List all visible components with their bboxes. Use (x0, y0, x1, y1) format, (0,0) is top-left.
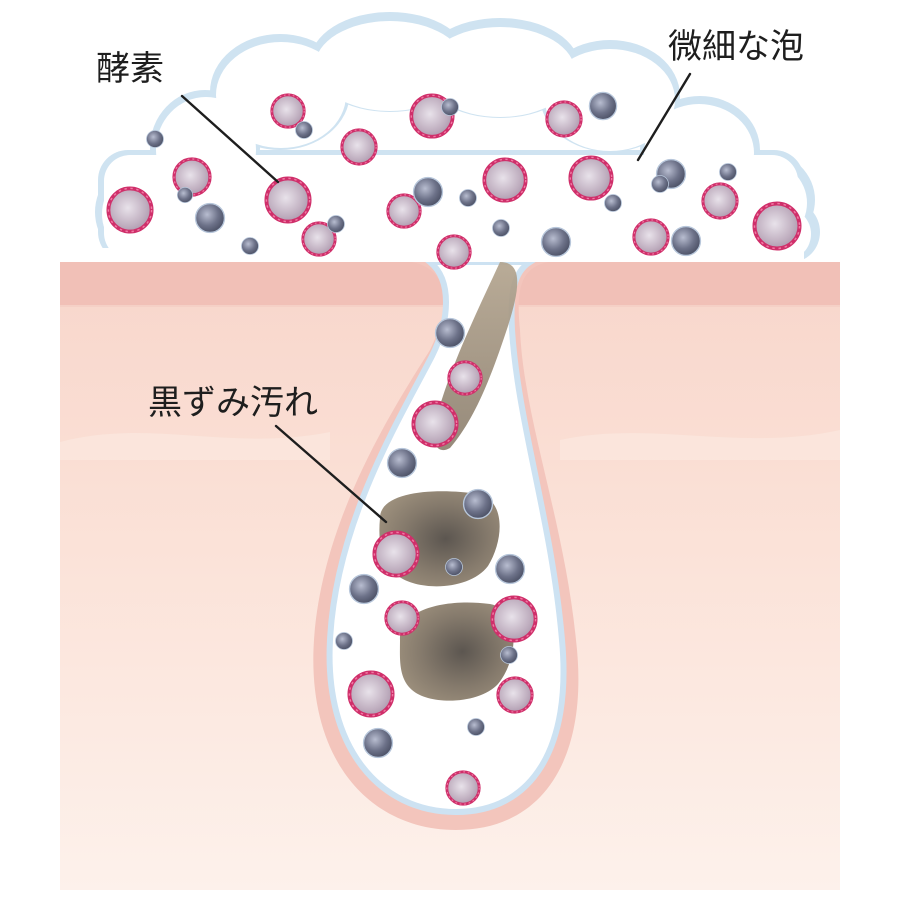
dirt-particle (295, 121, 313, 139)
dirt-particle (194, 202, 226, 234)
enzyme-particle (752, 201, 802, 251)
dirt-particle (241, 237, 259, 255)
enzyme-particle (347, 670, 395, 718)
dirt-particle (492, 219, 510, 237)
dirt-particle (386, 447, 418, 479)
dirt-particle (500, 646, 518, 664)
dirt-particle (651, 175, 669, 193)
dirt-particle (670, 225, 702, 257)
dirt-particle (462, 488, 494, 520)
enzyme-particle (545, 100, 583, 138)
enzyme-particle (701, 182, 739, 220)
enzyme-particle (270, 93, 306, 129)
enzyme-particle (106, 186, 154, 234)
dirt-particle (459, 189, 477, 207)
dirt-leader-line (274, 424, 388, 524)
dirt-particle (604, 194, 622, 212)
dirt-particle (445, 558, 463, 576)
skin-wave-right (560, 430, 840, 460)
dirt-blob-lower (399, 602, 514, 701)
enzyme-particle (340, 128, 378, 166)
dirt-particle (540, 226, 572, 258)
enzyme-particle (411, 400, 459, 448)
enzyme-particle (436, 234, 472, 270)
dirt-particle (335, 632, 353, 650)
dirt-particle (441, 98, 459, 116)
dirt-particle (327, 215, 345, 233)
enzyme-leader-line (180, 94, 280, 184)
label-blackhead-dirt: 黒ずみ汚れ (148, 383, 318, 423)
enzyme-particle (482, 157, 528, 203)
dirt-particle (494, 553, 526, 585)
dirt-particle (348, 573, 380, 605)
enzyme-particle (445, 770, 481, 806)
dirt-particle (434, 317, 466, 349)
enzyme-particle (447, 360, 483, 396)
dirt-particle (588, 91, 618, 121)
dirt-streak (433, 262, 518, 451)
dirt-particle (467, 718, 485, 736)
dirt-particle (176, 186, 194, 204)
enzyme-particle (568, 155, 614, 201)
dirt-particle (146, 130, 164, 148)
enzyme-particle (384, 600, 420, 636)
enzyme-particle (632, 218, 670, 256)
enzyme-particle (496, 676, 534, 714)
foam-leader-line (636, 72, 692, 162)
leader-lines (180, 72, 692, 524)
enzyme-particle (490, 595, 538, 643)
skin-wave-left (60, 432, 330, 460)
enzyme-particle (264, 176, 312, 224)
label-enzyme: 酵素 (96, 49, 164, 89)
dirt-particle (719, 163, 737, 181)
enzyme-particle (372, 530, 420, 578)
dirt-particle (412, 176, 444, 208)
label-fine-foam: 微細な泡 (668, 27, 804, 67)
dirt-particle (362, 727, 394, 759)
